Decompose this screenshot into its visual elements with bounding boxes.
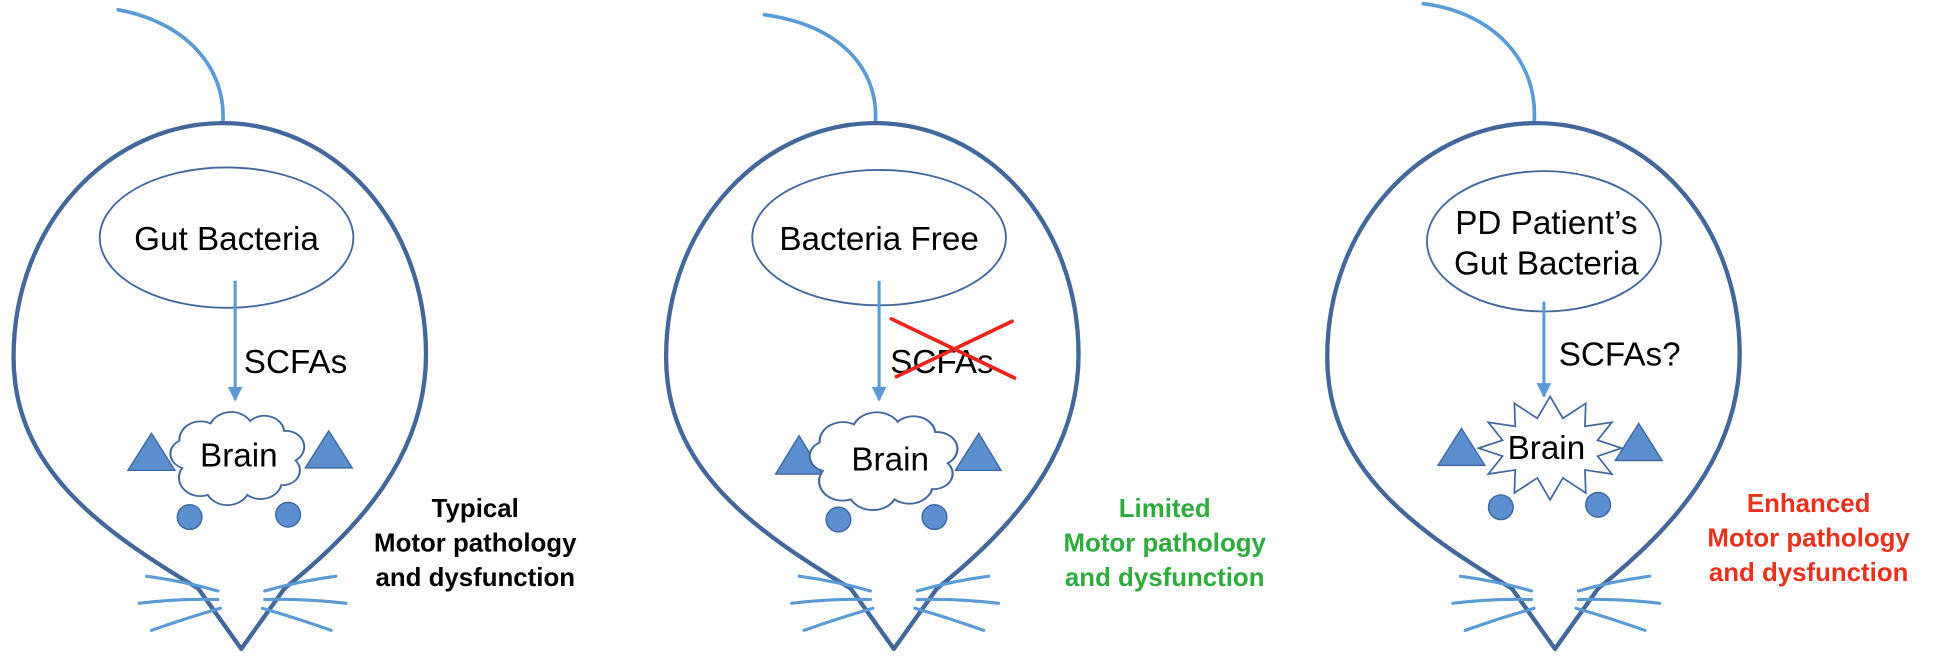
triangle-left	[126, 431, 177, 472]
whisker-left-bottom	[802, 606, 875, 632]
panel-limited: Bacteria Free SCFAs Brain Limited Motor …	[663, 12, 1267, 651]
signal-cross-out	[889, 317, 1017, 380]
brain-cloud	[808, 411, 959, 511]
mouse-outline	[11, 8, 429, 651]
circle-right	[275, 501, 302, 528]
whisker-left-middle	[137, 597, 220, 605]
whisker-right-middle	[915, 597, 1001, 605]
outcome-text: Enhanced Motor pathology and dysfunction	[1707, 490, 1910, 587]
outcome-line-1: Typical	[432, 495, 519, 523]
mouse-outline	[1325, 1, 1742, 651]
whiskers	[1451, 574, 1662, 632]
whisker-left-top	[144, 574, 220, 593]
gut-bacteria-oval	[98, 166, 355, 309]
outcome-line-1: Limited	[1119, 495, 1211, 523]
mouse-body	[1325, 120, 1742, 651]
triangle-right	[954, 431, 1003, 472]
mouse-tail	[1421, 1, 1537, 125]
panel-enhanced: PD Patient’s Gut Bacteria SCFAs? Brain E…	[1325, 1, 1910, 651]
whisker-left-top	[1458, 574, 1534, 593]
triangle-left	[1436, 427, 1487, 467]
circle-left	[1487, 494, 1514, 521]
whisker-right-middle	[1576, 597, 1662, 605]
signal-label: SCFAs	[890, 344, 993, 381]
triangle-right	[1613, 422, 1664, 462]
outcome-line-2: Motor pathology	[1707, 525, 1910, 553]
whisker-left-middle	[1451, 597, 1534, 605]
whisker-left-bottom	[149, 606, 222, 632]
brain-starburst	[1475, 394, 1625, 502]
brain-label: Brain	[200, 438, 278, 475]
mouse-body	[663, 120, 1081, 651]
source-label-line-1: PD Patient’s	[1455, 205, 1637, 242]
circle-left	[176, 504, 203, 531]
whisker-right-top	[263, 574, 338, 593]
whiskers	[790, 574, 1001, 632]
brain-label: Brain	[1508, 430, 1586, 467]
whisker-right-top	[1576, 574, 1652, 593]
circle-right	[921, 504, 948, 531]
signal-label: SCFAs	[244, 344, 347, 381]
outcome-line-3: and dysfunction	[1709, 559, 1909, 587]
outcome-line-2: Motor pathology	[374, 530, 577, 558]
mouse-body	[11, 120, 429, 651]
whisker-right-bottom	[260, 606, 333, 632]
source-label: Bacteria Free	[779, 221, 979, 258]
circle-right	[1585, 491, 1612, 518]
mouse-outline	[663, 12, 1081, 651]
whisker-right-middle	[263, 597, 348, 605]
outcome-text: Typical Motor pathology and dysfunction	[374, 495, 577, 592]
whisker-right-bottom	[913, 606, 986, 632]
outcome-line-2: Motor pathology	[1064, 530, 1267, 558]
outcome-line-3: and dysfunction	[1065, 564, 1265, 592]
mouse-tail	[116, 8, 225, 125]
whiskers	[137, 574, 348, 632]
whisker-right-bottom	[1574, 606, 1647, 632]
triangle-right	[304, 429, 354, 469]
whisker-left-middle	[790, 597, 873, 605]
source-label: Gut Bacteria	[134, 221, 319, 258]
cross-line-2	[894, 319, 1014, 379]
outcome-line-1: Enhanced	[1747, 490, 1871, 518]
source-label-line-2: Gut Bacteria	[1454, 246, 1639, 283]
circle-left	[825, 506, 852, 533]
whisker-left-top	[797, 574, 873, 593]
outcome-line-3: and dysfunction	[375, 564, 575, 592]
brain-label: Brain	[851, 441, 929, 478]
brain-cloud	[169, 411, 306, 506]
mouse-tail	[762, 12, 878, 125]
whisker-left-bottom	[1463, 606, 1536, 632]
panel-typical: Gut Bacteria SCFAs Brain Typical Motor p…	[11, 8, 577, 651]
signal-label: SCFAs?	[1559, 337, 1681, 374]
outcome-text: Limited Motor pathology and dysfunction	[1064, 495, 1267, 592]
whisker-right-top	[915, 574, 991, 593]
